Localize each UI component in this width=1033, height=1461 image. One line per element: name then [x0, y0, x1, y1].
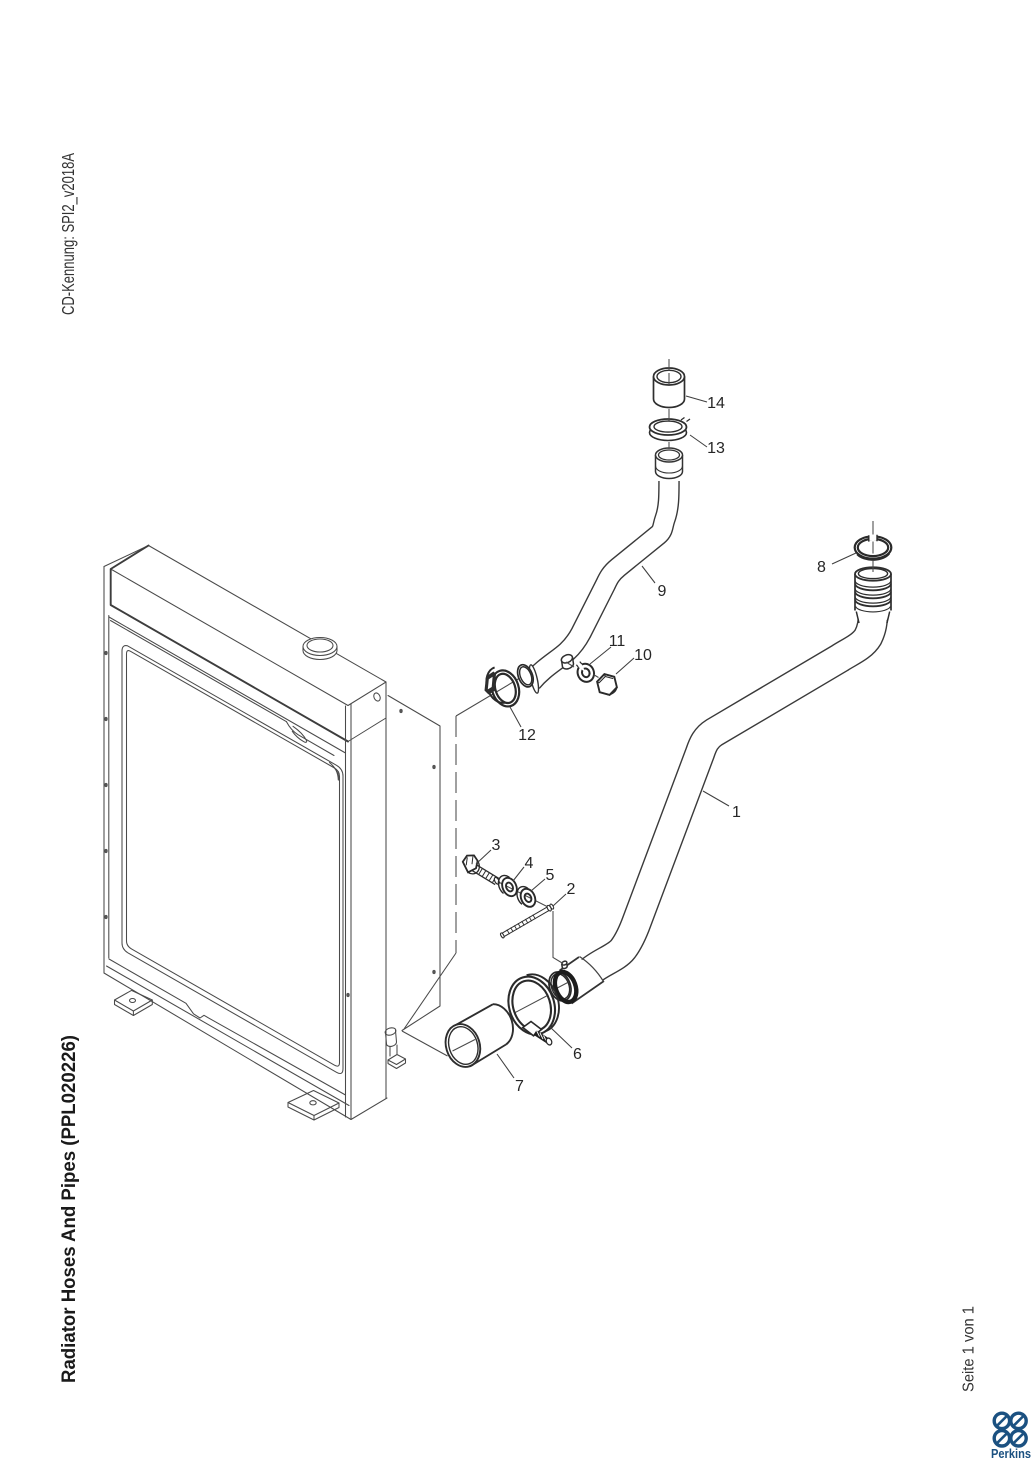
svg-text:12: 12 [518, 727, 536, 744]
svg-text:13: 13 [707, 440, 725, 457]
svg-text:2: 2 [567, 881, 576, 898]
svg-text:11: 11 [609, 633, 626, 650]
svg-text:3: 3 [492, 837, 501, 854]
svg-text:6: 6 [573, 1046, 582, 1063]
svg-text:1: 1 [732, 804, 741, 821]
svg-text:5: 5 [546, 867, 555, 884]
svg-text:10: 10 [634, 647, 652, 664]
svg-text:Perkins: Perkins [991, 1447, 1031, 1461]
svg-text:Radiator Hoses And Pipes (PPL0: Radiator Hoses And Pipes (PPL020226) [59, 1035, 80, 1383]
svg-text:9: 9 [658, 583, 667, 600]
svg-text:4: 4 [525, 855, 534, 872]
svg-text:Seite 1 von 1: Seite 1 von 1 [961, 1306, 978, 1392]
svg-text:14: 14 [707, 395, 725, 412]
svg-text:CD-Kennung: SPI2_v2018A: CD-Kennung: SPI2_v2018A [58, 153, 79, 315]
svg-text:8: 8 [817, 559, 826, 576]
svg-text:7: 7 [515, 1078, 524, 1095]
